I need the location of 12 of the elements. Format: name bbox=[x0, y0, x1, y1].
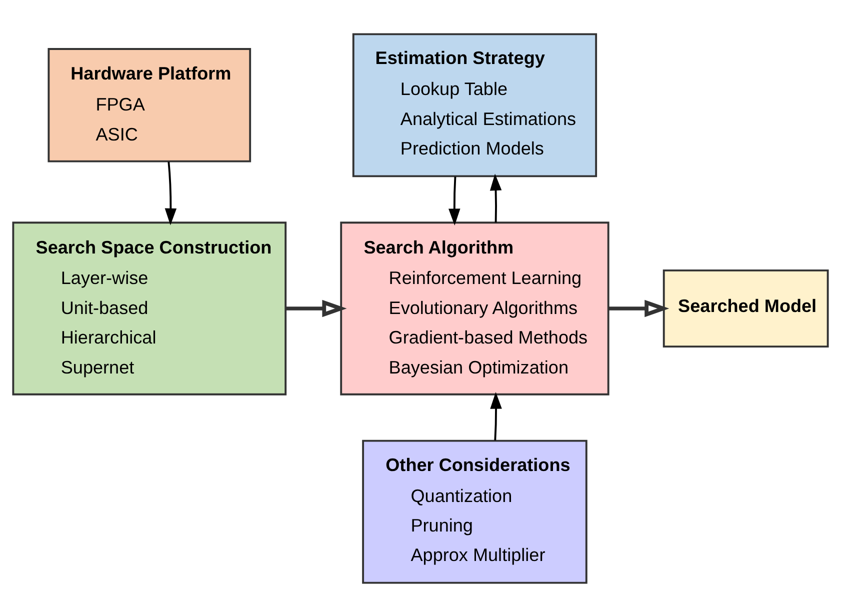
node-box: Other Considerations Quantization Pruning Approx Multiplier bbox=[362, 439, 588, 584]
node-box: Estimation Strategy Lookup Table Analytical Estimations Prediction Models bbox=[352, 32, 598, 177]
arrow bbox=[490, 392, 502, 440]
node-box: Search Algorithm Reinforcement Learning Evolutionary Algorithms Gradient-based Methods Bayesian Optimization bbox=[340, 221, 610, 395]
arrow bbox=[490, 173, 502, 222]
node-box: Hardware Platform FPGA ASIC bbox=[48, 48, 252, 162]
node-box: Searched Model bbox=[662, 268, 829, 348]
arrow bbox=[608, 299, 670, 317]
arrow bbox=[286, 299, 347, 317]
arrow bbox=[448, 176, 460, 225]
node-box: Search Space Construction Layer-wise Unit-based Hierarchical Supernet bbox=[12, 221, 287, 395]
arrow bbox=[164, 161, 177, 225]
